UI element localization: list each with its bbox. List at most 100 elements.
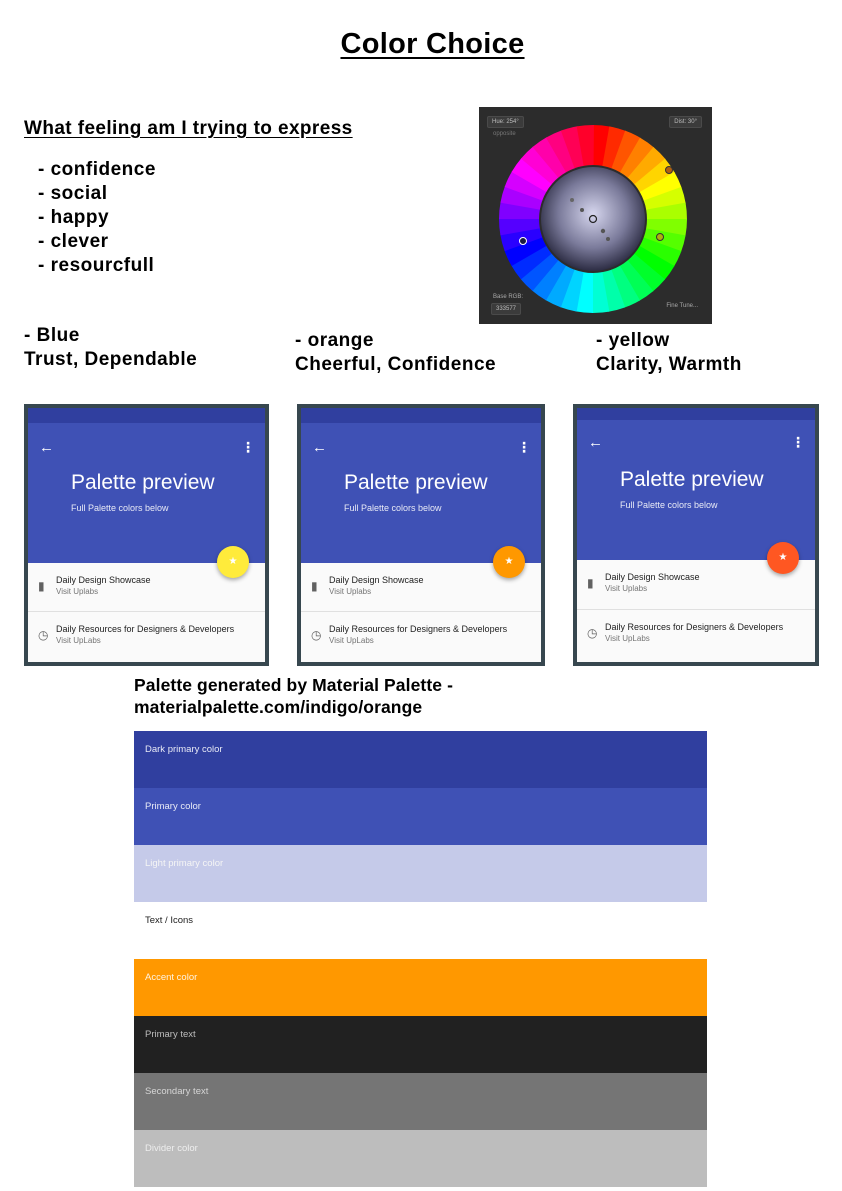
base-value: 333577 bbox=[491, 303, 522, 315]
hue-segment bbox=[531, 260, 566, 301]
list-item-subtitle: Visit UpLabs bbox=[56, 636, 101, 645]
list-item-subtitle: Visit Uplabs bbox=[605, 584, 648, 593]
swatch-accent: Accent color bbox=[134, 959, 707, 1016]
swatch-label: Divider color bbox=[145, 1143, 198, 1154]
palette-heading-line1: Palette generated by Material Palette - bbox=[134, 675, 454, 695]
star-icon: ★ bbox=[228, 556, 238, 567]
preview-title: Palette preview bbox=[344, 471, 488, 494]
hue-segment bbox=[634, 158, 675, 193]
palette-swatches: Dark primary color Primary color Light p… bbox=[134, 731, 707, 1187]
hue-segment bbox=[646, 202, 687, 220]
clock-icon: ◷ bbox=[587, 626, 598, 640]
list-item-title: Daily Design Showcase bbox=[329, 575, 424, 585]
hue-segment bbox=[511, 245, 552, 280]
star-icon: ★ bbox=[778, 552, 788, 563]
hue-segment bbox=[504, 171, 547, 201]
hue-wheel-graphic bbox=[499, 125, 687, 313]
list-item[interactable]: ◷ Daily Resources for Designers & Develo… bbox=[301, 612, 541, 660]
list-item-title: Daily Resources for Designers & Develope… bbox=[605, 622, 784, 632]
swatch-label: Text / Icons bbox=[145, 915, 194, 926]
list-item-title: Daily Resources for Designers & Develope… bbox=[56, 624, 235, 634]
hue-segment bbox=[620, 137, 655, 178]
more-vert-icon[interactable]: ⋮ bbox=[791, 434, 805, 450]
swatch-label: Secondary text bbox=[145, 1086, 209, 1097]
swatch-label: Dark primary color bbox=[145, 744, 223, 755]
color-note-meaning: Cheerful, Confidence bbox=[295, 354, 497, 375]
hue-segment bbox=[639, 237, 682, 267]
palette-heading-line2: materialpalette.com/indigo/orange bbox=[134, 697, 423, 717]
feeling-item: - social bbox=[38, 183, 108, 204]
hue-segment bbox=[639, 172, 682, 202]
hue-segment bbox=[546, 130, 576, 173]
swatch-divider: Divider color bbox=[134, 1130, 707, 1187]
back-arrow-icon[interactable]: ← bbox=[312, 439, 327, 456]
list-item-title: Daily Resources for Designers & Develope… bbox=[329, 624, 508, 634]
more-vert-icon[interactable]: ⋮ bbox=[517, 439, 531, 455]
back-arrow-icon[interactable]: ← bbox=[39, 439, 54, 456]
list-item-subtitle: Visit Uplabs bbox=[329, 587, 372, 596]
hue-segment bbox=[504, 236, 547, 266]
swatch-label: Primary color bbox=[145, 801, 201, 812]
feeling-item: - resourcfull bbox=[38, 255, 155, 276]
swatch-primary: Primary color bbox=[134, 788, 707, 845]
list-item[interactable]: ▮ Daily Design Showcase Visit Uplabs bbox=[301, 563, 541, 611]
label-icon: ▮ bbox=[311, 579, 318, 593]
hue-segment bbox=[511, 157, 552, 192]
feeling-list: - confidence - social - happy - clever -… bbox=[38, 158, 156, 278]
swatch-label: Primary text bbox=[145, 1029, 196, 1040]
hue-segment bbox=[520, 146, 559, 185]
list-item-subtitle: Visit Uplabs bbox=[56, 587, 99, 596]
hue-segment bbox=[545, 265, 575, 308]
fab-star-button[interactable]: ★ bbox=[217, 546, 249, 578]
star-icon: ★ bbox=[504, 556, 514, 567]
list-item[interactable]: ▮ Daily Design Showcase Visit Uplabs bbox=[28, 563, 265, 611]
preview-subtitle: Full Palette colors below bbox=[344, 503, 442, 513]
back-arrow-icon[interactable]: ← bbox=[588, 434, 603, 451]
palette-heading: Palette generated by Material Palette - … bbox=[134, 674, 453, 718]
hue-segment bbox=[601, 269, 626, 312]
list-item[interactable]: ◷ Daily Resources for Designers & Develo… bbox=[577, 610, 815, 658]
page-title: Color Choice bbox=[340, 28, 525, 60]
hue-segment bbox=[520, 253, 559, 292]
hue-segment bbox=[627, 253, 666, 292]
color-wheel-image: Hue: 254° opposite Dist: 30° Base RGB: 3… bbox=[479, 107, 712, 324]
swatch-dark-primary: Dark primary color bbox=[134, 731, 707, 788]
more-vert-icon[interactable]: ⋮ bbox=[241, 439, 255, 455]
hue-segment bbox=[576, 125, 594, 166]
color-note-meaning: Trust, Dependable bbox=[24, 349, 198, 370]
list-item[interactable]: ◷ Daily Resources for Designers & Develo… bbox=[28, 612, 265, 660]
preview-title: Palette preview bbox=[71, 471, 215, 494]
hue-segment bbox=[619, 260, 654, 301]
swatch-text-icons: Text / Icons bbox=[134, 902, 707, 959]
feeling-item: - happy bbox=[38, 207, 110, 228]
palette-preview-deep-orange: ← ⋮ Palette preview Full Palette colors … bbox=[573, 404, 819, 666]
list-item-title: Daily Design Showcase bbox=[56, 575, 151, 585]
hue-segment bbox=[643, 228, 686, 253]
list-item[interactable]: ▮ Daily Design Showcase Visit Uplabs bbox=[577, 560, 815, 608]
hue-segment bbox=[610, 265, 640, 308]
feeling-item: - confidence bbox=[38, 159, 156, 180]
color-note-name: - orange bbox=[295, 330, 374, 351]
swatch-label: Accent color bbox=[145, 972, 198, 983]
hue-segment bbox=[575, 272, 593, 313]
hue-segment bbox=[593, 125, 611, 166]
hue-segment bbox=[602, 126, 627, 169]
preview-title: Palette preview bbox=[620, 468, 764, 491]
color-note-meaning: Clarity, Warmth bbox=[596, 354, 742, 375]
hue-segment bbox=[627, 146, 666, 185]
preview-subtitle: Full Palette colors below bbox=[71, 503, 169, 513]
feeling-heading: What feeling am I trying to express bbox=[24, 118, 353, 139]
preview-subtitle: Full Palette colors below bbox=[620, 500, 718, 510]
fab-star-button[interactable]: ★ bbox=[767, 542, 799, 574]
list-item-title: Daily Design Showcase bbox=[605, 572, 700, 582]
dist-label: Dist: 30° bbox=[669, 116, 702, 128]
saturation-center bbox=[541, 167, 645, 271]
mode-label: opposite bbox=[493, 131, 516, 137]
hue-segment bbox=[643, 186, 686, 211]
hue-segment bbox=[499, 218, 540, 236]
list-item-subtitle: Visit UpLabs bbox=[605, 634, 650, 643]
hue-segment bbox=[499, 201, 540, 219]
color-note-orange: - orange Cheerful, Confidence bbox=[295, 329, 496, 377]
fab-star-button[interactable]: ★ bbox=[493, 546, 525, 578]
color-note-name: - Blue bbox=[24, 325, 80, 346]
